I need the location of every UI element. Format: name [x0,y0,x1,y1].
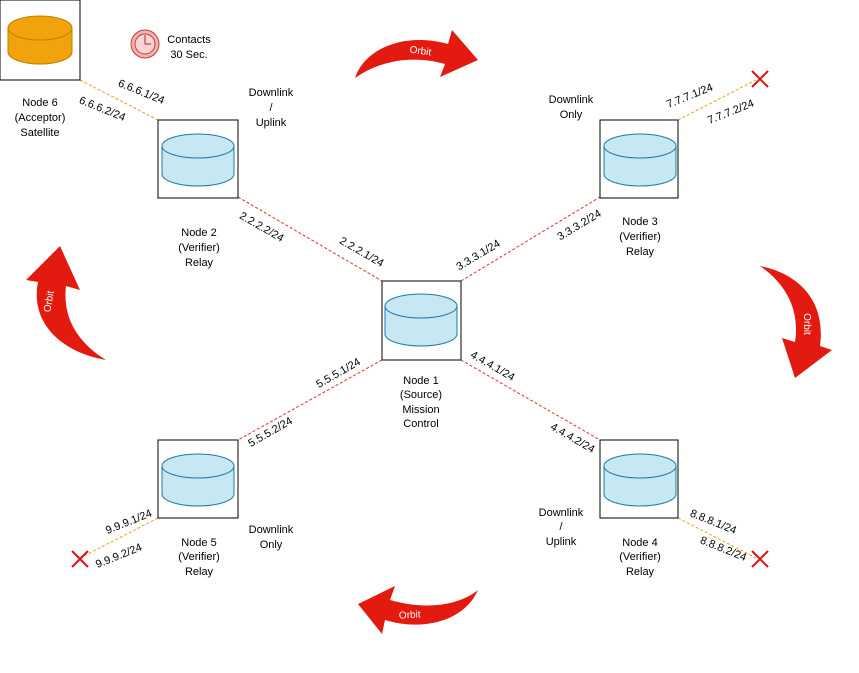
ip-label-5-5-5-1: 5.5.5.1/24 [314,356,362,391]
ip-label-2-2-2-2: 2.2.2.2/24 [237,210,285,245]
node1-caption: Node 1 (Source) Mission Control [400,375,442,430]
svg-text:Downlink: Downlink [249,87,294,99]
svg-text:(Verifier): (Verifier) [178,242,220,254]
contacts-label: Contacts [167,34,211,46]
node1-box [381,280,462,361]
ip-label-4-4-4-2: 4.4.4.2/24 [548,421,596,456]
node5-box [157,439,239,519]
svg-text:Node 6: Node 6 [22,97,57,109]
svg-text:Only: Only [260,539,283,551]
node3-caption: Node 3 (Verifier) Relay [619,216,661,258]
svg-text:(Acceptor): (Acceptor) [15,112,66,124]
ip-label-6-6-6-1: 6.6.6.1/24 [116,77,166,106]
node3-mode: Downlink Only [549,94,594,121]
disconnected-x-icon-node4 [751,550,769,568]
svg-text:(Verifier): (Verifier) [619,551,661,563]
link-node1-node2 [237,196,383,282]
disconnected-x-icon-node5 [71,550,89,568]
svg-text:Node 5: Node 5 [181,537,216,549]
node2-caption: Node 2 (Verifier) Relay [178,227,220,269]
ip-label-8-8-8-1: 8.8.8.1/24 [688,507,738,536]
node4-cylinder-icon [603,453,677,507]
ip-label-7-7-7-2: 7.7.7.2/24 [706,97,756,126]
ip-label-7-7-7-1: 7.7.7.1/24 [665,81,715,110]
ip-label-6-6-6-2: 6.6.6.2/24 [77,94,127,123]
clock-icon [130,29,160,59]
svg-text:Uplink: Uplink [546,536,577,548]
svg-text:Node 3: Node 3 [622,216,657,228]
orbit-arrow-left: Orbit [26,246,106,360]
svg-text:(Source): (Source) [400,389,442,401]
svg-text:Orbit: Orbit [399,609,422,622]
svg-text:(Verifier): (Verifier) [178,551,220,563]
node3-box [599,119,679,199]
node6-caption: Node 6 (Acceptor) Satellite [15,97,66,139]
orbit-arrow-right: Orbit [760,266,832,378]
node5-mode: Downlink Only [249,524,294,551]
node3-cylinder-icon [603,133,677,187]
node4-box [599,439,679,519]
svg-text:Mission: Mission [402,404,439,416]
svg-text:Only: Only [560,109,583,121]
svg-text:Control: Control [403,418,438,430]
svg-text:Relay: Relay [185,257,214,269]
link-node1-node3 [460,196,601,282]
svg-text:Node 4: Node 4 [622,537,657,549]
node1-cylinder-icon [384,293,458,347]
svg-text:/: / [269,102,273,114]
svg-text:(Verifier): (Verifier) [619,231,661,243]
disconnected-x-icon-node3 [751,70,769,88]
satellite-cylinder-icon [7,15,73,65]
svg-text:Satellite: Satellite [20,127,59,139]
ip-label-2-2-2-1: 2.2.2.1/24 [337,235,385,270]
svg-text:Relay: Relay [185,566,214,578]
ip-label-3-3-3-1: 3.3.3.1/24 [454,238,502,273]
ip-label-9-9-9-2: 9.9.9.2/24 [94,541,144,570]
node6-box [0,0,81,81]
svg-text:Uplink: Uplink [256,117,287,129]
svg-text:Orbit: Orbit [801,313,812,335]
svg-text:Orbit: Orbit [409,45,432,59]
contacts-interval: 30 Sec. [170,49,207,61]
node5-caption: Node 5 (Verifier) Relay [178,537,220,578]
svg-text:Node 2: Node 2 [181,227,216,239]
svg-text:Relay: Relay [626,246,655,258]
node5-cylinder-icon [161,453,235,507]
node2-cylinder-icon [161,133,235,187]
node4-caption: Node 4 (Verifier) Relay [619,537,661,578]
link-node1-node4 [460,359,601,441]
svg-text:Orbit: Orbit [42,290,57,313]
svg-text:Downlink: Downlink [249,524,294,536]
orbit-arrow-bottom: Orbit [358,586,478,634]
svg-text:Node 1: Node 1 [403,375,438,387]
node2-box [157,119,239,199]
link-node1-node5 [237,359,383,441]
ip-label-5-5-5-2: 5.5.5.2/24 [246,415,294,450]
svg-text:/: / [559,521,563,533]
ip-label-3-3-3-2: 3.3.3.2/24 [555,208,603,243]
svg-text:Downlink: Downlink [549,94,594,106]
node4-mode: Downlink / Uplink [539,507,584,548]
orbit-arrow-top: Orbit [355,30,478,78]
svg-text:Relay: Relay [626,566,655,578]
ip-label-8-8-8-2: 8.8.8.2/24 [698,534,748,563]
node2-mode: Downlink / Uplink [249,87,294,129]
svg-text:Downlink: Downlink [539,507,584,519]
